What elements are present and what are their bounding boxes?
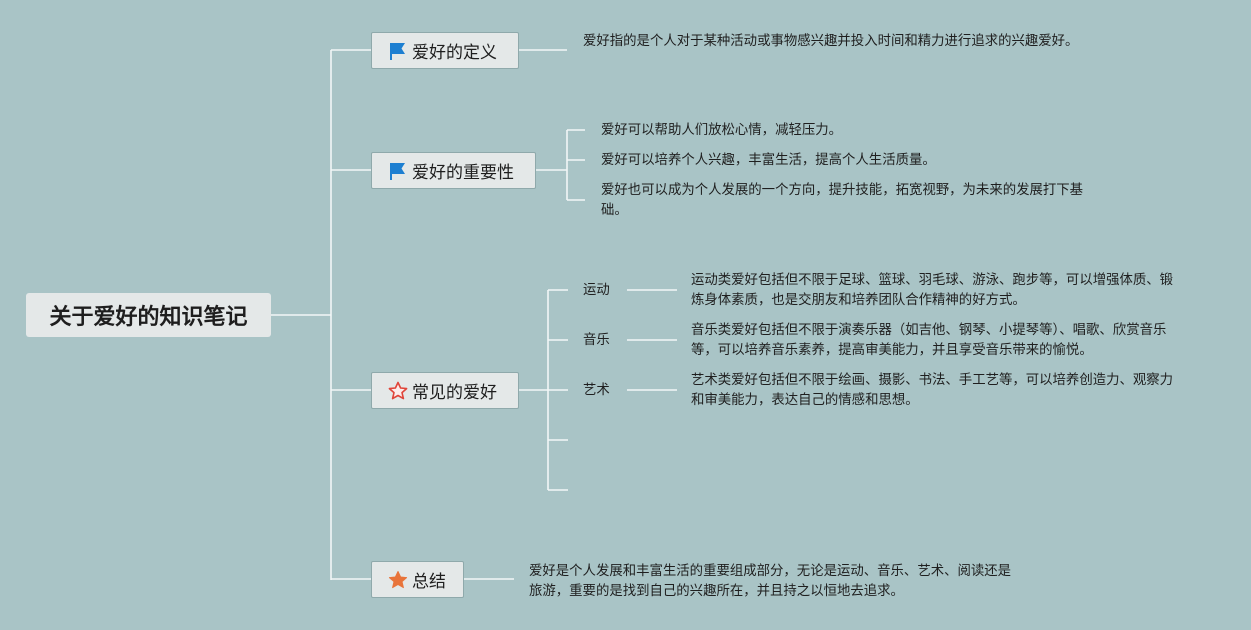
common-label: 常见的爱好	[412, 383, 497, 403]
red-outline-star-icon	[388, 381, 408, 401]
importance-item-2: 爱好可以培养个人兴趣，丰富生活，提高个人生活质量。	[601, 153, 936, 168]
definition-text: 爱好指的是个人对于某种活动或事物感兴趣并投入时间和精力进行追求的兴趣爱好。	[583, 34, 1079, 49]
summary-label: 总结	[412, 572, 446, 592]
summary-node[interactable]: 总结	[371, 561, 464, 598]
definition-node[interactable]: 爱好的定义	[371, 32, 519, 69]
sport-description: 运动类爱好包括但不限于足球、篮球、羽毛球、游泳、跑步等，可以增强体质、锻炼身体素…	[691, 273, 1174, 308]
blue-flag-icon	[388, 161, 408, 181]
importance-label: 爱好的重要性	[412, 163, 514, 183]
orange-star-icon	[388, 570, 408, 590]
importance-node[interactable]: 爱好的重要性	[371, 152, 536, 189]
common-node[interactable]: 常见的爱好	[371, 372, 519, 409]
blue-flag-icon	[388, 41, 408, 61]
summary-text: 爱好是个人发展和丰富生活的重要组成部分，无论是运动、音乐、艺术、阅读还是旅游，重…	[529, 564, 1012, 599]
category-sport[interactable]: 运动	[583, 283, 610, 298]
importance-item-1: 爱好可以帮助人们放松心情，减轻压力。	[601, 123, 843, 138]
definition-label: 爱好的定义	[412, 43, 497, 63]
music-description: 音乐类爱好包括但不限于演奏乐器（如吉他、钢琴、小提琴等）、唱歌、欣赏音乐等，可以…	[691, 323, 1167, 358]
category-art[interactable]: 艺术	[583, 383, 610, 398]
category-music[interactable]: 音乐	[583, 333, 610, 348]
art-description: 艺术类爱好包括但不限于绘画、摄影、书法、手工艺等，可以培养创造力、观察力和审美能…	[691, 373, 1174, 408]
importance-item-3: 爱好也可以成为个人发展的一个方向，提升技能，拓宽视野，为未来的发展打下基础。	[601, 183, 1084, 218]
root-node[interactable]: 关于爱好的知识笔记	[26, 293, 271, 337]
root-title: 关于爱好的知识笔记	[49, 305, 248, 330]
